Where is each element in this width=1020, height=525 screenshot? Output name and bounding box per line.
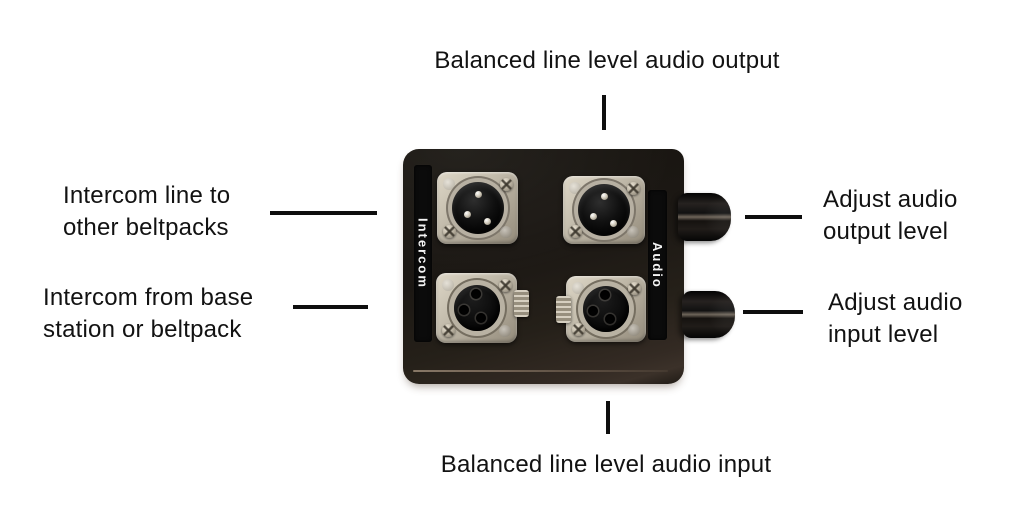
screw-icon	[628, 282, 641, 295]
xlr-pin	[601, 193, 608, 200]
xlr-male-connector	[451, 182, 504, 234]
xlr-hole	[458, 305, 469, 315]
screw-icon	[572, 323, 585, 336]
xlr-hole	[605, 314, 615, 324]
label-line-1: Adjust audio	[828, 289, 963, 316]
screw-icon	[500, 178, 513, 191]
pointer-line-output-knob	[745, 215, 802, 219]
label-line-2: other beltpacks	[63, 214, 229, 241]
label-balanced-audio-output: Balanced line level audio output	[434, 47, 780, 74]
pointer-line-audio-input	[606, 401, 610, 434]
pointer-line-input-knob	[743, 310, 803, 314]
xlr-male-connector	[578, 184, 630, 236]
label-line-1: Intercom from base	[43, 284, 254, 311]
label-intercom-from-base: Intercom from base station or beltpack	[43, 282, 253, 346]
intercom-strip: Intercom	[414, 165, 432, 342]
xlr-pin	[610, 220, 617, 227]
xlr-pin	[590, 213, 597, 220]
box-bottom-edge-highlight	[413, 370, 668, 372]
audio-strip-label: Audio	[650, 241, 665, 289]
label-line-1: Intercom line to	[63, 182, 231, 209]
label-line-2: station or beltpack	[43, 316, 242, 343]
screw-icon	[627, 182, 640, 195]
label-adjust-audio-output: Adjust audio output level	[823, 184, 958, 248]
xlr-plate-top-left	[437, 172, 518, 244]
pointer-line-intercom-in	[293, 305, 368, 309]
xlr-plate-bottom-left	[436, 273, 529, 343]
xlr-pin	[463, 211, 471, 218]
xlr-plate-bottom-right	[556, 276, 646, 342]
xlr-female-connector	[583, 286, 629, 332]
screw-icon	[443, 225, 456, 238]
xlr-hole	[588, 306, 598, 316]
xlr-pin	[483, 218, 491, 225]
pointer-line-intercom-out	[270, 211, 377, 215]
xlr-latch	[556, 296, 571, 323]
label-line-2: input level	[828, 321, 939, 348]
xlr-female-connector	[453, 285, 500, 331]
xlr-plate-top-right	[563, 176, 645, 244]
label-line-2: output level	[823, 218, 949, 245]
beltpack-breakout-box: Intercom Audio	[403, 149, 735, 384]
xlr-hole	[600, 290, 610, 300]
screw-icon	[442, 324, 455, 337]
label-intercom-line-to-beltpacks: Intercom line to other beltpacks	[63, 180, 230, 244]
label-adjust-audio-input: Adjust audio input level	[828, 287, 963, 351]
xlr-hole	[470, 289, 481, 299]
label-line-1: Adjust audio	[823, 186, 958, 213]
pointer-line-audio-output	[602, 95, 606, 130]
audio-strip: Audio	[648, 190, 667, 340]
screw-icon	[569, 225, 582, 238]
intercom-strip-label: Intercom	[415, 218, 431, 289]
input-level-knob	[682, 291, 735, 338]
output-level-knob	[678, 193, 731, 241]
xlr-hole	[475, 313, 486, 323]
label-balanced-audio-input: Balanced line level audio input	[440, 451, 772, 478]
screw-icon	[499, 279, 512, 292]
xlr-pin	[474, 191, 482, 198]
xlr-latch	[514, 290, 529, 317]
